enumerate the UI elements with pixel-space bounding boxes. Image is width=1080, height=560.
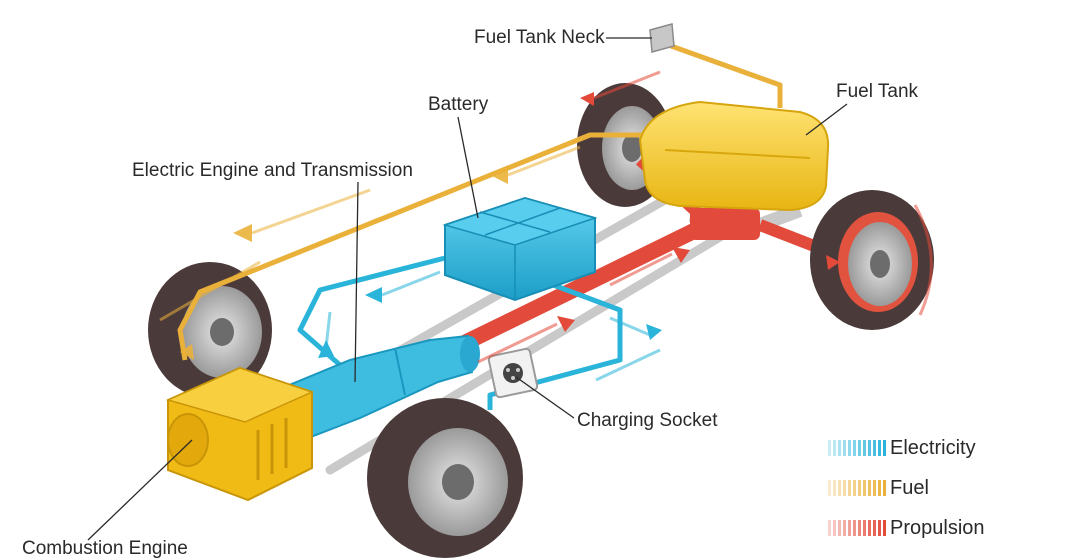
- legend-swatch-stripe: [843, 520, 846, 536]
- legend-swatch-stripe: [838, 440, 841, 456]
- legend-swatch-stripe: [858, 480, 861, 496]
- charging-socket: [487, 347, 539, 399]
- electric-engine-label: Electric Engine and Transmission: [132, 160, 413, 181]
- legend-swatch-stripe: [833, 440, 836, 456]
- legend-swatch-stripe: [863, 480, 866, 496]
- battery-label: Battery: [428, 94, 489, 115]
- legend-swatch-stripe: [838, 520, 841, 536]
- front-left-wheel: [148, 262, 272, 398]
- legend-swatch-stripe: [848, 480, 851, 496]
- legend-swatch-fuel: [828, 479, 890, 497]
- front-right-wheel: [367, 398, 523, 558]
- legend-swatch-stripe: [868, 440, 871, 456]
- legend-swatch-stripe: [883, 480, 886, 496]
- legend-label-electricity: Electricity: [890, 436, 976, 459]
- legend-swatch-stripe: [853, 440, 856, 456]
- legend-swatch-stripe: [878, 440, 881, 456]
- legend-label-fuel: Fuel: [890, 476, 929, 499]
- rear-right-wheel: [810, 190, 934, 330]
- legend-swatch-stripe: [883, 440, 886, 456]
- legend: Electricity Fuel Propulsion: [828, 428, 985, 548]
- legend-swatch-stripe: [863, 520, 866, 536]
- legend-swatch-stripe: [873, 440, 876, 456]
- legend-swatch-stripe: [858, 520, 861, 536]
- electric-cables: [297, 255, 623, 410]
- legend-swatch-stripe: [863, 440, 866, 456]
- fuel-tank: [638, 100, 830, 212]
- legend-swatch-stripe: [828, 440, 831, 456]
- legend-swatch-stripe: [838, 480, 841, 496]
- electricity-flow-arrows: [318, 287, 662, 358]
- propulsion-flow-arrows: [557, 92, 840, 332]
- legend-swatch-stripe: [848, 440, 851, 456]
- legend-swatch-stripe: [833, 480, 836, 496]
- charging-socket-label: Charging Socket: [577, 410, 718, 431]
- fuel-tank-neck: [649, 23, 675, 53]
- legend-swatch-stripe: [873, 480, 876, 496]
- electric-engine: [263, 334, 480, 447]
- leader-lines: [87, 37, 848, 541]
- legend-swatch-propulsion: [828, 519, 890, 537]
- battery: [442, 196, 598, 302]
- legend-label-propulsion: Propulsion: [890, 516, 985, 539]
- legend-swatch-electricity: [828, 439, 890, 457]
- fuel-flow-streaks: [159, 145, 581, 322]
- legend-item-propulsion: Propulsion: [828, 508, 985, 548]
- legend-swatch-stripe: [833, 520, 836, 536]
- legend-swatch-stripe: [828, 520, 831, 536]
- legend-swatch-stripe: [868, 520, 871, 536]
- legend-swatch-stripe: [848, 520, 851, 536]
- fuel-line: [177, 39, 783, 361]
- legend-item-electricity: Electricity: [828, 428, 985, 468]
- legend-swatch-stripe: [873, 520, 876, 536]
- legend-swatch-stripe: [868, 480, 871, 496]
- combustion-engine-label: Combustion Engine: [22, 538, 188, 559]
- legend-swatch-stripe: [843, 480, 846, 496]
- propulsion-flow-streaks: [477, 70, 933, 364]
- fuel-tank-neck-label: Fuel Tank Neck: [474, 27, 605, 48]
- fuel-flow-arrows: [180, 166, 508, 360]
- legend-swatch-stripe: [858, 440, 861, 456]
- legend-swatch-stripe: [853, 520, 856, 536]
- legend-item-fuel: Fuel: [828, 468, 985, 508]
- legend-swatch-stripe: [843, 440, 846, 456]
- legend-swatch-stripe: [878, 520, 881, 536]
- fuel-tank-label: Fuel Tank: [836, 81, 919, 102]
- electricity-flow-streaks: [324, 270, 661, 382]
- legend-swatch-stripe: [853, 480, 856, 496]
- legend-swatch-stripe: [883, 520, 886, 536]
- combustion-engine: [165, 366, 315, 502]
- legend-swatch-stripe: [878, 480, 881, 496]
- legend-swatch-stripe: [828, 480, 831, 496]
